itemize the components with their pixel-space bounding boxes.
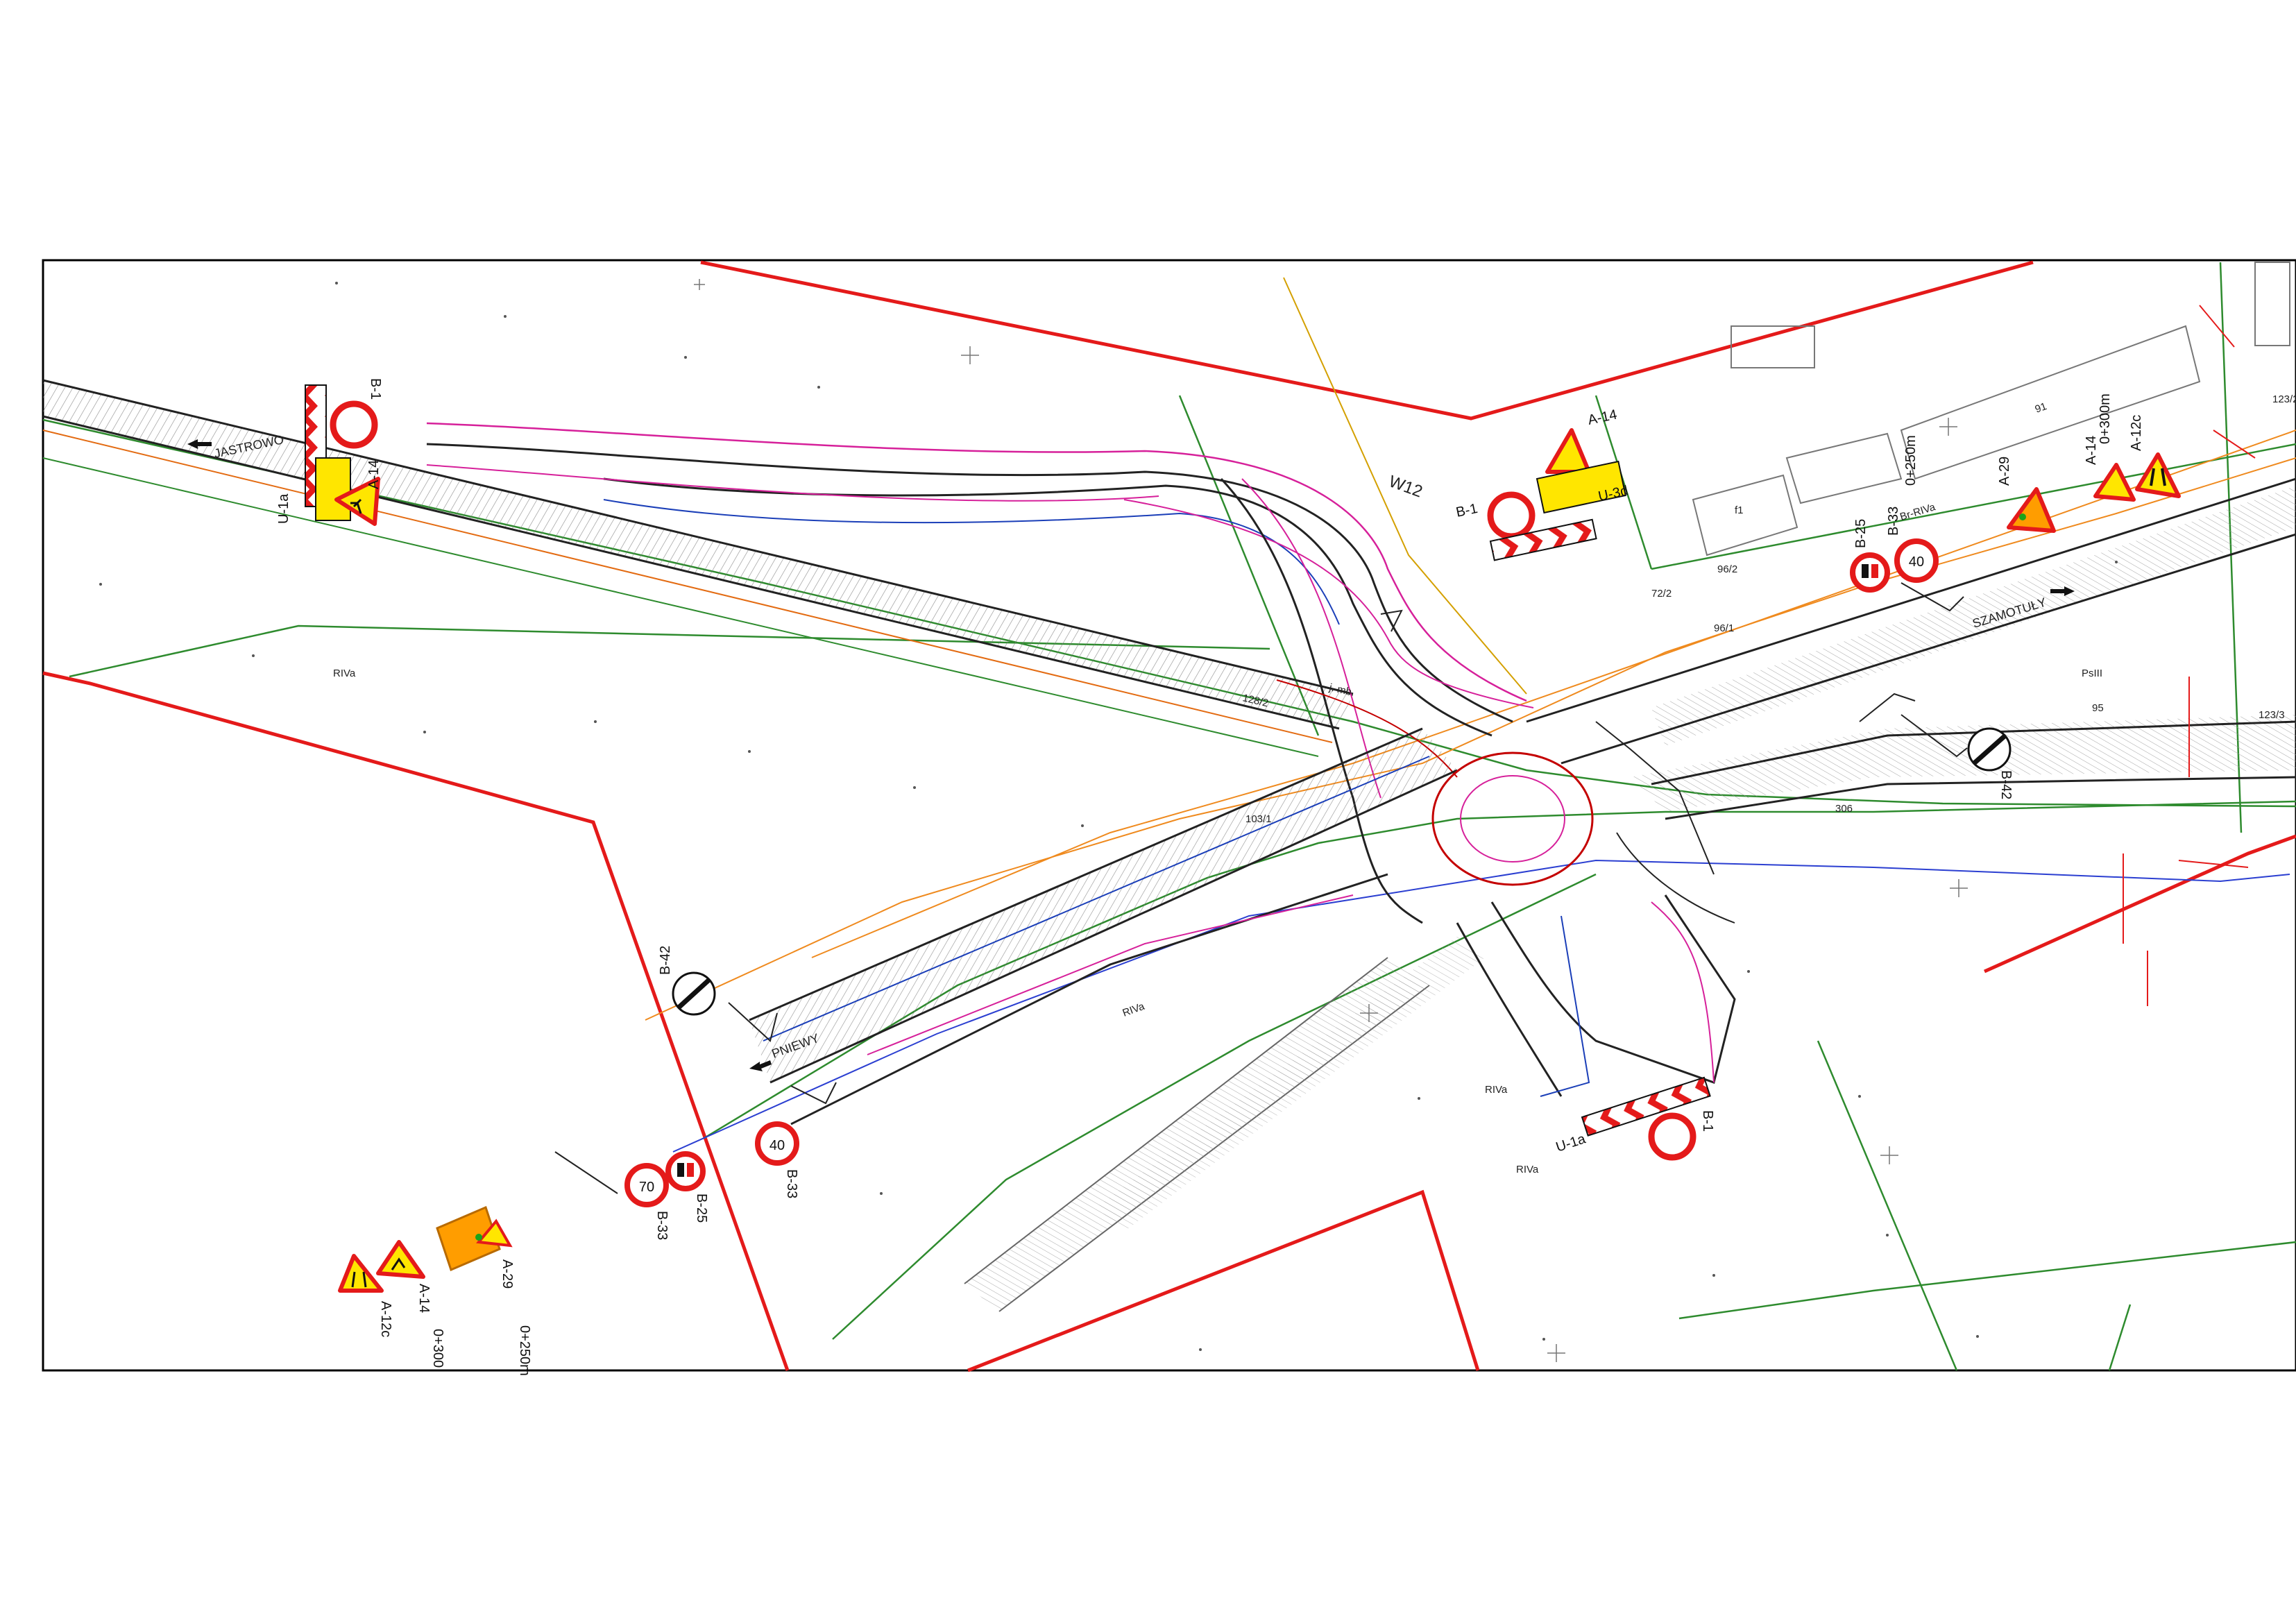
parcel-f1: f1 bbox=[1735, 504, 1744, 516]
sign-b1-top bbox=[330, 400, 378, 449]
chevron-board-bottom bbox=[1581, 1076, 1711, 1137]
sign-b25-right bbox=[1850, 552, 1890, 593]
landclass-psiii: PsIII bbox=[2082, 668, 2102, 679]
sign-a29-right bbox=[2007, 487, 2056, 533]
utility-lines bbox=[645, 277, 2296, 1153]
leader-lines bbox=[728, 582, 1968, 1105]
sign-cluster-bottom: B-1 U-1a bbox=[1554, 1076, 1715, 1161]
buildings bbox=[1692, 262, 2290, 556]
parcel-91: 91 bbox=[2034, 400, 2048, 416]
road-narrows-icon bbox=[351, 1271, 367, 1288]
code-b42-right: B-42 bbox=[1998, 770, 2014, 799]
red-boundaries bbox=[42, 260, 2296, 1373]
landclass-rivia-2: RIVa bbox=[1121, 1001, 1147, 1019]
arrow-left-icon bbox=[187, 439, 212, 449]
code-a12c-legend: A-12c bbox=[378, 1301, 393, 1337]
sign-b1-mid bbox=[1487, 491, 1536, 540]
sign-b33-70 bbox=[624, 1163, 669, 1207]
code-a12c-right: A-12c bbox=[2129, 415, 2144, 451]
legend-signs: A-12c A-14 0+300 A-29 0+250m bbox=[338, 1205, 532, 1376]
landclass-rivia-4: RIVa bbox=[1516, 1164, 1539, 1175]
code-b33-right: B-33 bbox=[1886, 507, 1901, 536]
sign-a14-top bbox=[334, 477, 380, 526]
code-b42-left: B-42 bbox=[658, 946, 673, 975]
sign-cluster-right: B-25 40 B-33 A-29 A-14 A-12c 0+250m 0+30… bbox=[1850, 393, 2181, 593]
legend-sign-a29 bbox=[436, 1205, 501, 1272]
sign-a14-mid bbox=[1545, 428, 1591, 474]
parcel-306: 306 bbox=[1835, 803, 1853, 815]
elevation-points bbox=[99, 282, 2118, 1351]
sign-b42-left: B-42 bbox=[658, 946, 716, 1016]
chainage-250-legend: 0+250m bbox=[517, 1325, 532, 1376]
chainage-250-top: 0+250m bbox=[1903, 435, 1919, 486]
road-works-icon bbox=[350, 498, 362, 514]
chevron-board-mid bbox=[1489, 518, 1597, 561]
legend-sign-a12c bbox=[338, 1254, 384, 1293]
drawing-frame bbox=[42, 259, 2296, 1372]
parcel-123-2: 123/2 bbox=[2272, 393, 2296, 405]
code-b1-bottom: B-1 bbox=[1700, 1110, 1715, 1132]
arrow-right-icon bbox=[2050, 586, 2075, 596]
chainage-300-legend: 0+300 bbox=[430, 1329, 445, 1368]
code-a14-top: A-14 bbox=[366, 460, 382, 489]
info-sign-yellow-top bbox=[315, 457, 351, 521]
code-b33-left-70: B-33 bbox=[654, 1211, 670, 1240]
survey-crosses bbox=[694, 279, 1968, 1362]
roundabout-area bbox=[1431, 721, 1736, 1097]
info-sign-yellow-mid bbox=[1536, 460, 1626, 514]
road-jastrowo bbox=[42, 379, 1354, 757]
code-u1a-top: U-1a bbox=[276, 493, 291, 524]
road-narrows-icon bbox=[2150, 468, 2166, 486]
speed-left-40: 40 bbox=[769, 1138, 785, 1153]
sign-cluster-top-left: B-1 U-1a A-14 bbox=[276, 378, 383, 526]
arrow-left-icon bbox=[749, 1060, 772, 1071]
code-a14-legend: A-14 bbox=[416, 1284, 432, 1313]
sign-a14-right bbox=[2093, 463, 2136, 502]
traffic-light-icon bbox=[475, 1234, 482, 1241]
parcel-96-1: 96/1 bbox=[1714, 622, 1734, 634]
traffic-light-icon bbox=[2019, 513, 2026, 520]
sign-b33-right bbox=[1894, 538, 1939, 583]
road-szamotuly bbox=[1526, 477, 2296, 820]
sign-b1-bottom bbox=[1648, 1112, 1697, 1161]
sign-b25-left bbox=[665, 1151, 706, 1191]
speed-left-70: 70 bbox=[639, 1180, 654, 1195]
code-a14-mid: A-14 bbox=[1586, 407, 1618, 428]
code-a29-legend: A-29 bbox=[500, 1259, 515, 1289]
code-b1-mid: B-1 bbox=[1454, 501, 1479, 520]
sign-b42-right: B-42 bbox=[1967, 727, 2014, 799]
red-markers bbox=[2123, 305, 2256, 1006]
sign-b33-40 bbox=[755, 1121, 799, 1166]
code-b25-left: B-25 bbox=[694, 1193, 709, 1223]
sign-a12c-right bbox=[2135, 452, 2181, 498]
no-overtaking-icon bbox=[1862, 564, 1869, 578]
code-a29-right: A-29 bbox=[1997, 457, 2012, 486]
code-b1-top: B-1 bbox=[368, 378, 383, 400]
code-b33-left-40: B-33 bbox=[784, 1169, 799, 1198]
legend-sign-a14 bbox=[376, 1240, 425, 1279]
label-w12: W12 bbox=[1386, 472, 1425, 501]
landclass-rivia-3: RIVa bbox=[1485, 1084, 1508, 1096]
road-pniewy bbox=[749, 727, 1485, 1312]
road-w12-curve bbox=[426, 422, 1534, 924]
code-a14-right: A-14 bbox=[2084, 436, 2099, 465]
landclass-rivia-1: RIVa bbox=[333, 668, 356, 679]
parcel-103-1: 103/1 bbox=[1245, 813, 1272, 825]
parcel-123-3: 123/3 bbox=[2259, 709, 2285, 721]
code-u1a-bottom: U-1a bbox=[1554, 1131, 1588, 1155]
sign-cluster-mid-top: B-1 A-14 U-3d bbox=[1454, 407, 1629, 561]
road-works-icon bbox=[391, 1257, 406, 1271]
code-b25-right: B-25 bbox=[1853, 519, 1869, 548]
landclass-br-riva: Br-RIVa bbox=[1898, 501, 1937, 523]
parcel-95: 95 bbox=[2092, 702, 2104, 714]
speed-right: 40 bbox=[1909, 554, 1924, 570]
chainage-300-top: 0+300m bbox=[2098, 393, 2113, 444]
sign-cluster-lower-left: 70 B-33 B-25 40 B-33 bbox=[554, 1121, 799, 1240]
parcel-96-2: 96/2 bbox=[1717, 563, 1737, 575]
parcel-72-2: 72/2 bbox=[1651, 588, 1672, 600]
